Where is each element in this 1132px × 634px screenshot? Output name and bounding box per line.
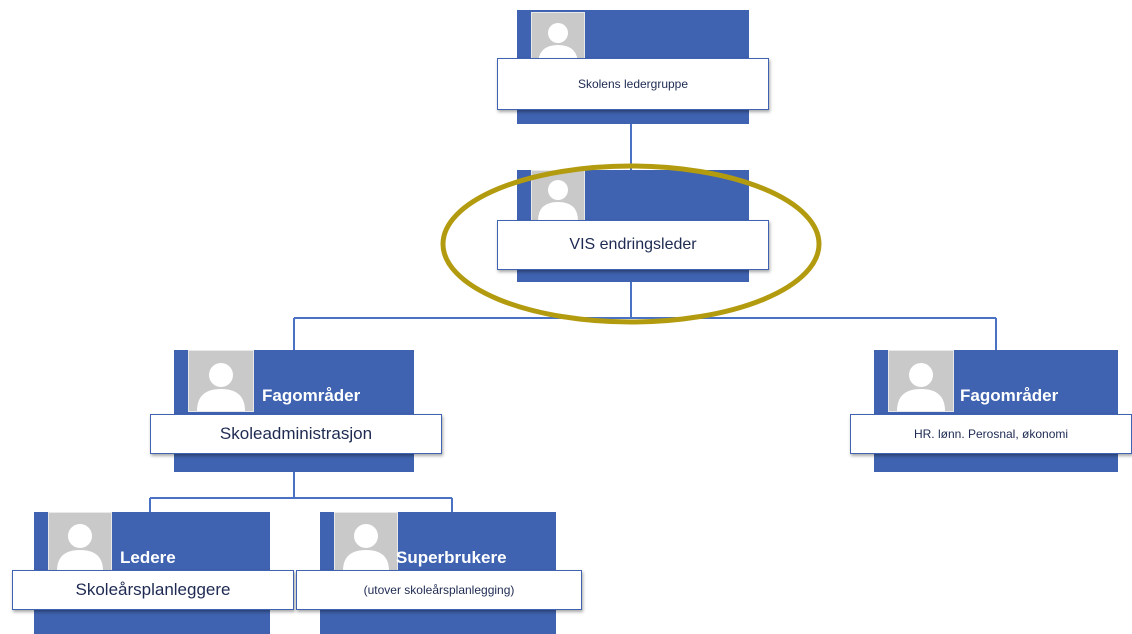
person-placeholder-icon (888, 350, 954, 412)
org-node-superbrukere[interactable]: Superbrukere (utover skoleårsplanlegging… (296, 512, 582, 634)
org-node-skoleadministrasjon[interactable]: Fagområder Skoleadministrasjon (150, 350, 442, 472)
node-label: Skoleadministrasjon (150, 414, 442, 454)
person-placeholder-icon (531, 170, 585, 222)
node-role: Ledere (120, 548, 176, 567)
node-label: Skolens ledergruppe (497, 58, 769, 110)
node-label: (utover skoleårsplanlegging) (296, 570, 582, 610)
org-node-skolearsplanleggere[interactable]: Ledere Skoleårsplanleggere (12, 512, 294, 634)
node-role: Fagområder (960, 386, 1059, 405)
node-label: Skoleårsplanleggere (12, 570, 294, 610)
person-placeholder-icon (334, 512, 398, 572)
person-placeholder-icon (48, 512, 112, 572)
org-node-vis-endringsleder[interactable]: VIS endringsleder (497, 170, 769, 282)
node-role: Superbrukere (396, 548, 507, 567)
org-node-skolens-ledergruppe[interactable]: Skolens ledergruppe (497, 10, 769, 124)
node-label: VIS endringsleder (497, 220, 769, 270)
node-role: Fagområder (262, 386, 361, 405)
node-label: HR. lønn. Perosnal, økonomi (850, 414, 1132, 454)
person-placeholder-icon (188, 350, 254, 412)
person-placeholder-icon (531, 12, 585, 66)
org-node-hr-lonn-personal-okonomi[interactable]: Fagområder HR. lønn. Perosnal, økonomi (850, 350, 1132, 472)
